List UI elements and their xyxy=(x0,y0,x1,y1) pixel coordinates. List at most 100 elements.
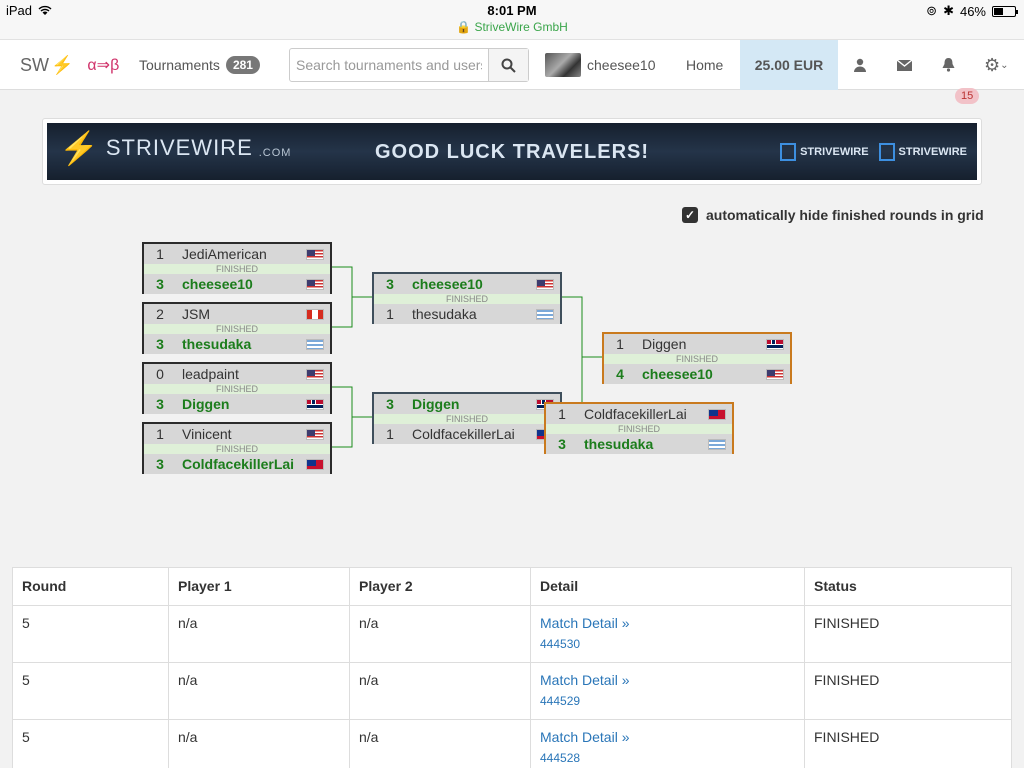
connector-r1-top xyxy=(331,266,372,298)
status-left: iPad xyxy=(6,3,52,18)
match-id-link[interactable]: 444530 xyxy=(540,637,581,651)
match-id-link[interactable]: 444528 xyxy=(540,751,581,765)
flag-uy-icon xyxy=(306,338,324,350)
navbar: SW ⚡ α⇒β Tournaments 281 cheesee10 Home … xyxy=(0,40,1024,104)
user-profile-link[interactable]: cheesee10 xyxy=(545,40,656,90)
cell-detail: Match Detail » 444528 xyxy=(530,719,805,768)
table-row: 5 n/a n/a Match Detail »444529 FINISHED xyxy=(12,662,1012,720)
promo-banner[interactable]: ⚡ STRIVEWIRE .COM GOOD LUCK TRAVELERS! S… xyxy=(42,118,982,185)
match-status: FINISHED xyxy=(144,384,330,394)
chevron-down-icon: ⌄ xyxy=(1000,59,1009,71)
banner-social: STRIVEWIRE STRIVEWIRE xyxy=(780,143,967,161)
bluetooth-icon: ✱ xyxy=(943,3,954,18)
flag-tw-icon xyxy=(306,458,324,470)
cell-detail: Match Detail » 444530 xyxy=(530,605,805,663)
checkbox-checked-icon[interactable]: ✓ xyxy=(682,207,698,223)
banner-bolt-icon: ⚡ xyxy=(59,130,100,166)
table-header-row: Round Player 1 Player 2 Detail Status xyxy=(12,567,1012,606)
matches-table: Round Player 1 Player 2 Detail Status 5 … xyxy=(12,567,1012,768)
banner-image: ⚡ STRIVEWIRE .COM GOOD LUCK TRAVELERS! S… xyxy=(47,123,977,180)
col-player2: Player 2 xyxy=(349,567,531,606)
match-status: FINISHED xyxy=(144,444,330,454)
profile-button[interactable] xyxy=(845,40,875,90)
tournaments-count-badge: 281 xyxy=(225,56,260,74)
cell-player2: n/a xyxy=(349,719,531,768)
cell-round: 5 xyxy=(12,662,169,720)
cell-round: 5 xyxy=(12,719,169,768)
col-status: Status xyxy=(804,567,1012,606)
envelope-icon xyxy=(896,59,912,71)
match-detail-link[interactable]: Match Detail » xyxy=(540,615,630,631)
battery-fill xyxy=(994,7,1004,15)
search-form xyxy=(289,48,529,82)
match-status: FINISHED xyxy=(546,424,732,434)
clock: 8:01 PM xyxy=(487,3,537,18)
banner-brand: STRIVEWIRE xyxy=(105,135,253,160)
wifi-icon xyxy=(38,5,52,15)
match-status: FINISHED xyxy=(604,354,790,364)
col-detail: Detail xyxy=(530,567,805,606)
site-logo[interactable]: SW ⚡ α⇒β xyxy=(20,40,119,90)
match-status: FINISHED xyxy=(374,294,560,304)
ios-status-bar: iPad 8:01 PM 🔒 StriveWire GmbH ⊚ ✱ 46% xyxy=(0,0,1024,40)
avatar xyxy=(545,53,581,77)
flag-us-icon xyxy=(306,428,324,440)
site-identity[interactable]: 🔒 StriveWire GmbH xyxy=(0,20,1024,34)
notifications-button[interactable] xyxy=(933,40,963,90)
cell-player1: n/a xyxy=(168,662,350,720)
cell-player1: n/a xyxy=(168,719,350,768)
balance-button[interactable]: 25.00 EUR xyxy=(740,40,838,90)
messages-button[interactable] xyxy=(889,40,919,90)
nav-tournaments[interactable]: Tournaments 281 xyxy=(139,40,260,90)
banner-social-2: STRIVEWIRE xyxy=(878,143,967,161)
twitch-icon xyxy=(878,143,895,161)
match-id-link[interactable]: 444529 xyxy=(540,694,581,708)
gear-icon: ⚙ xyxy=(984,54,1001,75)
cell-player2: n/a xyxy=(349,605,531,663)
search-button[interactable] xyxy=(488,49,528,81)
connector-r1-bottom xyxy=(331,386,372,418)
match-detail-link[interactable]: Match Detail » xyxy=(540,672,630,688)
cell-round: 5 xyxy=(12,605,169,663)
battery-percent: 46% xyxy=(959,3,986,19)
flag-no-icon xyxy=(306,398,324,410)
lock-icon: 🔒 xyxy=(456,20,472,34)
flag-uy-icon xyxy=(536,308,554,320)
settings-menu[interactable]: ⚙ ⌄ xyxy=(984,40,1009,90)
cell-player2: n/a xyxy=(349,662,531,720)
nav-home[interactable]: Home xyxy=(686,57,724,73)
battery-icon xyxy=(992,5,1018,17)
match-detail-link[interactable]: Match Detail » xyxy=(540,729,630,745)
match-status: FINISHED xyxy=(144,264,330,274)
cell-status: FINISHED xyxy=(804,605,1012,663)
autohide-rounds-toggle[interactable]: ✓ automatically hide finished rounds in … xyxy=(682,207,984,223)
match-status: FINISHED xyxy=(144,324,330,334)
flag-us-icon xyxy=(536,278,554,290)
notifications-count-badge: 15 xyxy=(955,88,980,104)
connector-r1-top-lower xyxy=(331,297,353,328)
search-input[interactable] xyxy=(290,49,488,81)
bolt-icon: ⚡ xyxy=(51,54,74,75)
autohide-label: automatically hide finished rounds in gr… xyxy=(706,207,984,223)
status-right: ⊚ ✱ 46% xyxy=(926,3,1018,19)
beta-label[interactable]: α⇒β xyxy=(87,57,120,74)
tournaments-label: Tournaments xyxy=(139,57,220,73)
